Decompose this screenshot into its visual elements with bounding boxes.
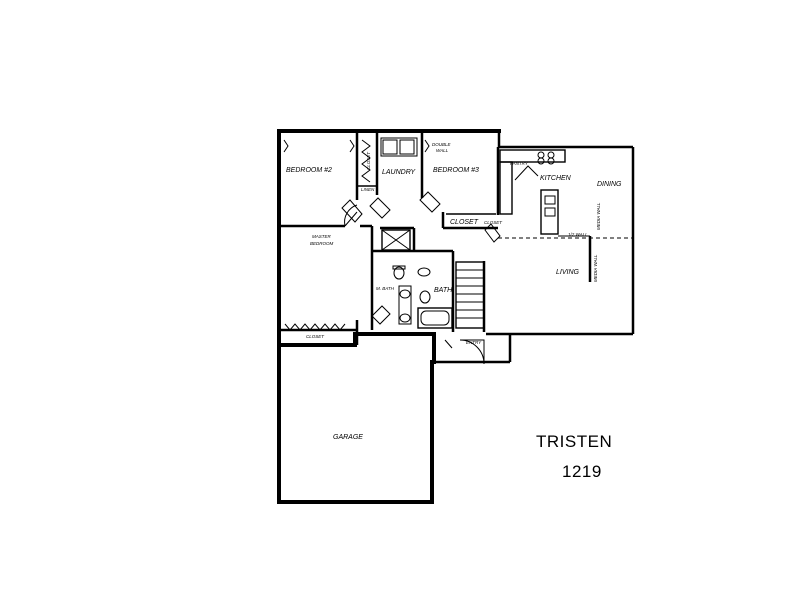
label-bedroom-3: BEDROOM #3 (433, 167, 479, 174)
label-closet-small: CLOSET (484, 220, 503, 225)
label-master-bath: M. BATH (376, 286, 395, 291)
label-closet-master: CLOSET (306, 334, 325, 339)
doors (341, 191, 501, 365)
label-living: LIVING (556, 269, 580, 276)
label-closet-b2: CLOSET (366, 151, 371, 170)
label-garage: GARAGE (333, 434, 363, 441)
label-kitchen: KITCHEN (540, 175, 572, 182)
exterior-walls (277, 129, 635, 504)
label-entry: ENTRY (466, 340, 482, 345)
label-media-wall-a: MEDIA WALL (596, 202, 601, 230)
label-bedroom-2: BEDROOM #2 (286, 167, 332, 174)
label-media-wall-b: MEDIA WALL (593, 254, 598, 282)
label-laundry: LAUNDRY (382, 169, 417, 176)
label-linen: LINEN (361, 187, 375, 192)
plan-name: TRISTEN (536, 432, 612, 451)
plan-number: 1219 (562, 462, 602, 481)
label-bath: BATH (434, 287, 453, 294)
label-closet-b3: CLOSET (450, 219, 479, 226)
label-pantry: PANTRY (510, 161, 529, 166)
label-dining: DINING (597, 181, 622, 188)
fixtures (283, 137, 592, 331)
label-half-wall: 1/2 WALL (568, 232, 588, 237)
